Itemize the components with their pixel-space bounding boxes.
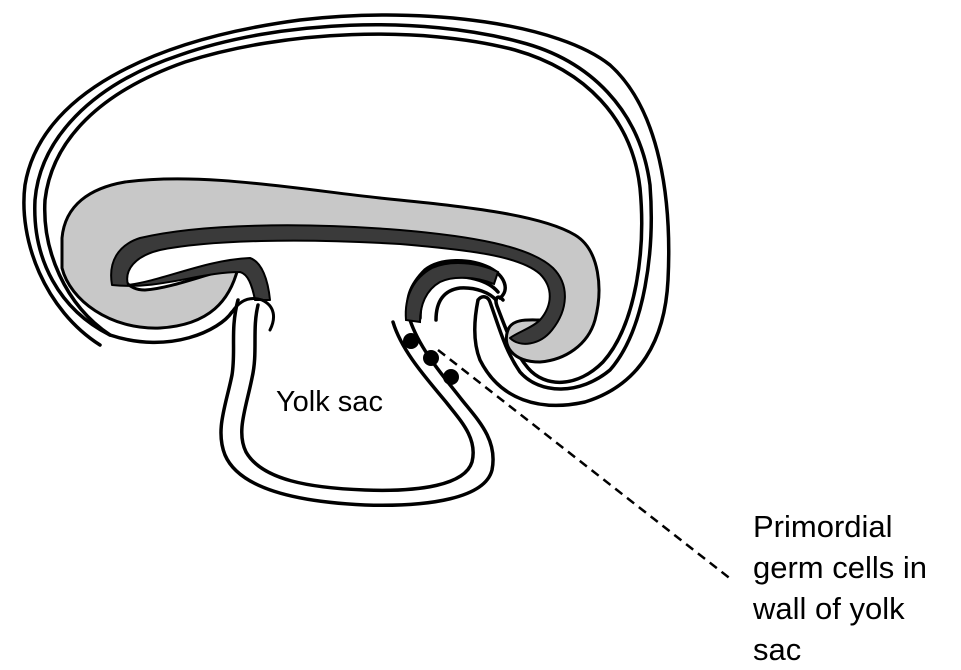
germ-cell-1 [403, 333, 419, 349]
yolk-sac-label: Yolk sac [276, 388, 383, 417]
germ-cell-3 [443, 369, 459, 385]
pgc-label-line-1: Primordial [753, 506, 927, 547]
primordial-germ-cells-label: Primordial germ cells in wall of yolk sa… [753, 506, 927, 670]
germ-cell-2 [423, 350, 439, 366]
yolk-sac-right-inner-lip-2 [436, 288, 496, 320]
pgc-label-line-2: germ cells in [753, 547, 927, 588]
pgc-label-line-3: wall of yolk [753, 588, 927, 629]
pgc-label-line-4: sac [753, 629, 927, 670]
